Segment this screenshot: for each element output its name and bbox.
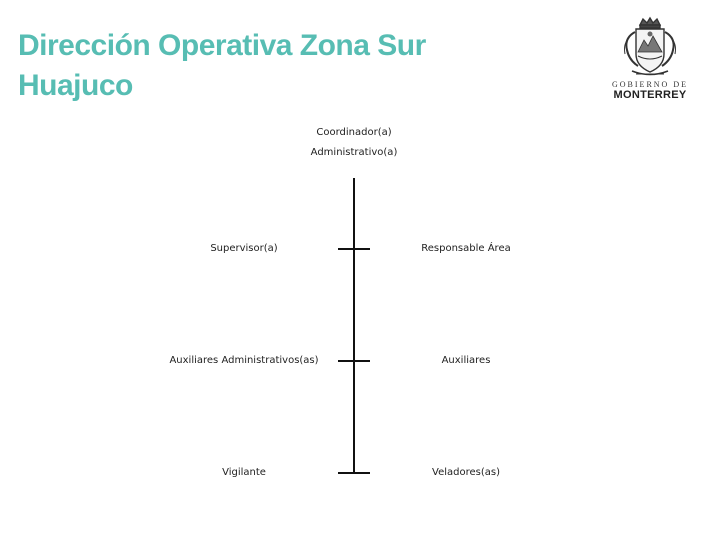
logo-small-text: GOBIERNO DE (612, 80, 688, 89)
node-vigilante: Vigilante (222, 467, 266, 478)
node-supervisor: Supervisor(a) (210, 243, 278, 254)
node-coordinador-line-2: Administrativo(a) (310, 147, 398, 158)
coat-of-arms-icon (624, 16, 676, 76)
logo-big-text: MONTERREY (613, 89, 687, 101)
page-title-line-2: Huajuco (18, 69, 133, 102)
gobierno-de-monterrey-logo: GOBIERNO DE MONTERREY (610, 16, 690, 106)
page-title: Dirección Operativa Zona Sur Huajuco (18, 26, 538, 106)
page-title-line-1: Dirección Operativa Zona Sur (18, 29, 426, 62)
node-veladores: Veladores(as) (432, 467, 500, 478)
node-auxiliares-administrativos: Auxiliares Administrativos(as) (169, 355, 319, 366)
node-coordinador-line-1: Coordinador(a) (316, 127, 392, 138)
node-auxiliares: Auxiliares (441, 355, 491, 366)
node-responsable-area: Responsable Área (421, 243, 511, 254)
